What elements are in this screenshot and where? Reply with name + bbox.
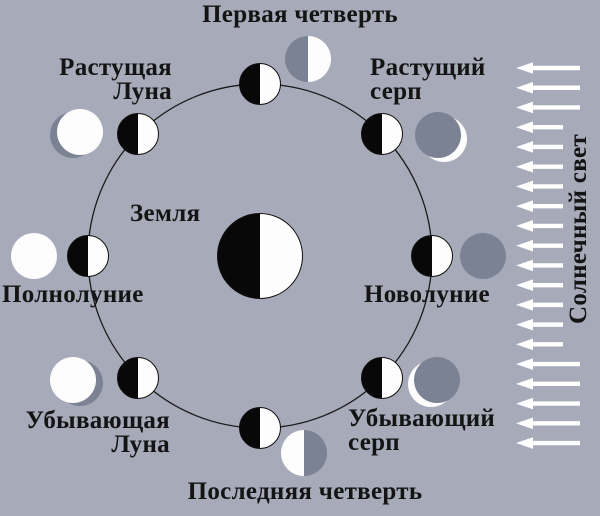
sun-ray-arrow-icon bbox=[516, 417, 580, 430]
sun-ray-arrow-icon bbox=[516, 180, 563, 193]
orbit-moon-icon bbox=[239, 63, 281, 105]
full-moon-phase-icon bbox=[11, 233, 57, 279]
earth-icon bbox=[217, 213, 303, 299]
label-text: Последняя четверть bbox=[187, 478, 423, 505]
new-moon-phase-icon bbox=[460, 233, 506, 279]
orbit-moon-icon bbox=[117, 357, 159, 399]
label-sunlight: Солнечный свет bbox=[565, 99, 595, 359]
label-text: Полнолуние bbox=[2, 281, 144, 308]
orbit-moon-icon bbox=[239, 407, 281, 449]
sun-ray-arrow-icon bbox=[516, 279, 563, 291]
sun-ray-arrow-icon bbox=[516, 299, 563, 311]
first-quarter-phase-icon bbox=[285, 36, 331, 82]
moon-disc-front bbox=[11, 233, 57, 279]
label-text: Луна bbox=[113, 78, 172, 105]
label-text: Луна bbox=[111, 431, 170, 458]
sunlight-arrows bbox=[516, 62, 580, 449]
waxing-crescent-phase-icon bbox=[415, 112, 467, 162]
sun-ray-arrow-icon bbox=[516, 81, 580, 94]
label-text: Первая четверть bbox=[202, 1, 398, 28]
label-text: Растущий bbox=[370, 54, 486, 81]
moon-disc-front bbox=[285, 36, 331, 82]
label-text: Новолуние bbox=[364, 281, 490, 308]
label-text: Растущая bbox=[59, 54, 172, 81]
label-text: Солнечный свет bbox=[565, 134, 592, 324]
orbit-moon-icon bbox=[411, 235, 453, 277]
last-quarter-phase-icon bbox=[281, 430, 327, 476]
label-text: Убывающий bbox=[348, 405, 496, 432]
sun-ray-arrow-icon bbox=[516, 378, 580, 390]
label-waxing-moon: Растущая Луна bbox=[22, 54, 172, 105]
label-full-moon: Полнолуние bbox=[2, 281, 144, 308]
sun-ray-arrow-icon bbox=[516, 200, 563, 212]
orbit-moon-icon bbox=[361, 357, 403, 399]
waning-gibbous-phase-icon bbox=[50, 357, 103, 406]
label-text: серп bbox=[348, 429, 401, 456]
orbit-moon-icon bbox=[117, 113, 159, 155]
orbit-moon-icon bbox=[67, 235, 109, 277]
moon-disc-front bbox=[415, 112, 461, 158]
sun-ray-arrow-icon bbox=[516, 397, 580, 410]
label-first-quarter: Первая четверть bbox=[150, 1, 450, 28]
sun-ray-arrow-icon bbox=[516, 338, 563, 351]
moon-disc-front bbox=[50, 357, 96, 403]
sun-ray-arrow-icon bbox=[516, 358, 580, 370]
label-waning-moon: Убывающая Луна bbox=[20, 407, 170, 458]
label-waxing-crescent: Растущий серп bbox=[370, 54, 486, 105]
sun-ray-arrow-icon bbox=[516, 318, 563, 331]
label-text: серп bbox=[370, 78, 423, 105]
orbit-moon-icon bbox=[361, 113, 403, 155]
label-earth: Земля bbox=[130, 200, 201, 227]
label-last-quarter: Последняя четверть bbox=[155, 478, 455, 505]
label-new-moon: Новолуние bbox=[364, 281, 490, 308]
moon-disc-front bbox=[281, 430, 327, 476]
sun-ray-arrow-icon bbox=[516, 141, 563, 153]
sun-ray-arrow-icon bbox=[516, 101, 580, 114]
sun-ray-arrow-icon bbox=[516, 121, 563, 134]
sun-ray-arrow-icon bbox=[516, 437, 580, 449]
waning-crescent-phase-icon bbox=[408, 357, 460, 407]
label-text: Земля bbox=[130, 200, 201, 227]
moon-disc-front bbox=[414, 357, 460, 403]
sun-ray-arrow-icon bbox=[516, 259, 563, 272]
sun-ray-arrow-icon bbox=[516, 220, 563, 232]
label-waning-crescent: Убывающий серп bbox=[348, 405, 496, 456]
label-text: Убывающая bbox=[25, 407, 170, 434]
sun-ray-arrow-icon bbox=[516, 160, 563, 173]
waxing-gibbous-phase-icon bbox=[50, 109, 103, 158]
moon-disc-front bbox=[460, 233, 506, 279]
moon-disc-front bbox=[57, 109, 103, 155]
sun-ray-arrow-icon bbox=[516, 239, 563, 252]
sun-ray-arrow-icon bbox=[516, 62, 580, 74]
